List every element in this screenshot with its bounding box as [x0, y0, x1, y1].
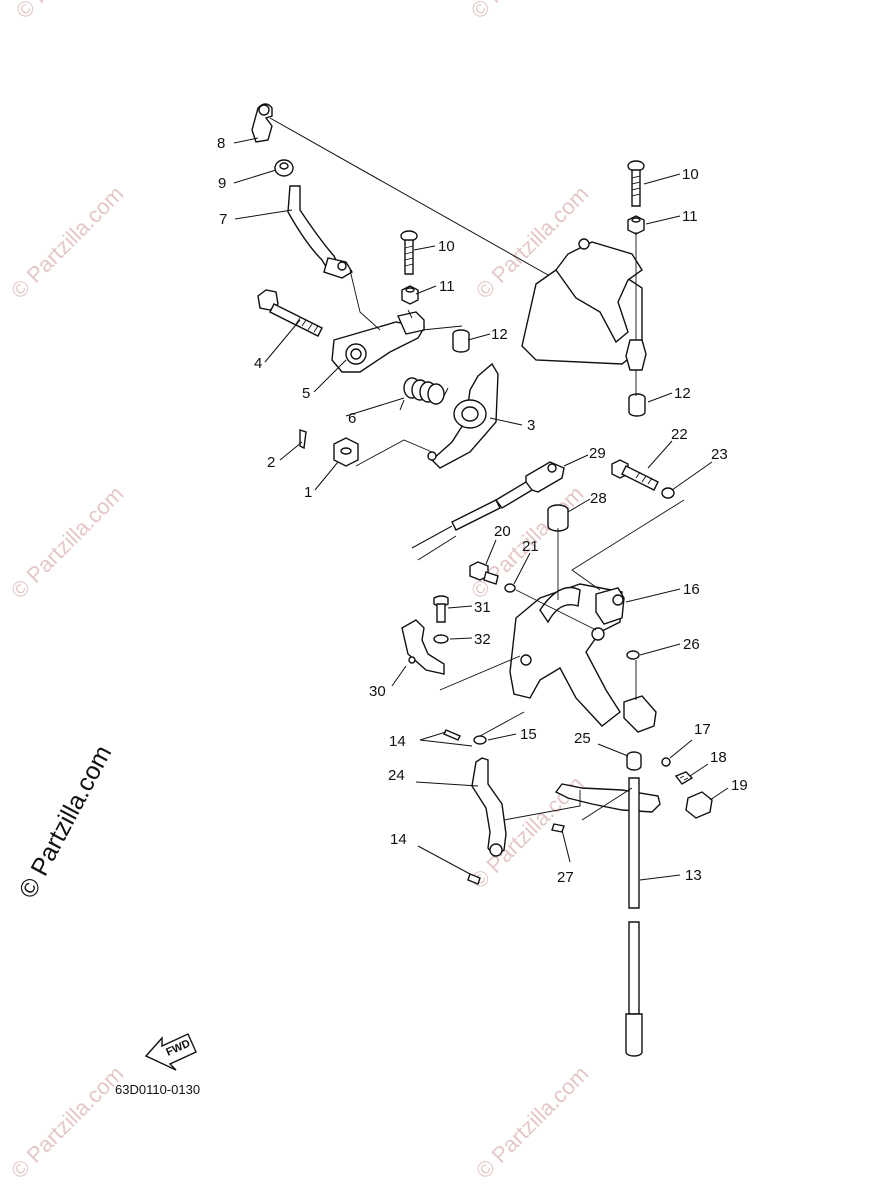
assembly-lines — [349, 232, 685, 821]
callout-10: 10 — [438, 238, 455, 255]
part-12b-bushing — [628, 393, 646, 417]
part-1-block — [333, 437, 359, 467]
part-31-bolt — [433, 595, 449, 623]
callout-6: 6 — [348, 410, 356, 427]
callout-29: 29 — [589, 445, 606, 462]
callout-16: 16 — [683, 581, 700, 598]
callout-19: 19 — [731, 777, 748, 794]
part-18-nipple — [674, 771, 694, 785]
fwd-arrow-icon: FWD — [144, 1033, 197, 1071]
watermark: © Partzilla.com — [6, 481, 129, 604]
part-6-spring — [399, 377, 449, 411]
callout-1: 1 — [304, 484, 312, 501]
callout-11: 11 — [682, 208, 698, 225]
watermark: © Partzilla.com — [466, 0, 589, 24]
watermark: © Partzilla.com — [471, 1061, 594, 1184]
part-19-cap — [685, 791, 713, 819]
callout-17: 17 — [694, 721, 711, 738]
connector-line — [269, 117, 549, 276]
part-11a-nut — [401, 285, 419, 305]
callout-8: 8 — [217, 135, 225, 152]
callout-18: 18 — [710, 749, 727, 766]
part-15-washer — [473, 735, 487, 745]
part-4-bolt — [257, 289, 323, 337]
part-12a-bushing — [452, 329, 470, 353]
callout-13: 13 — [685, 867, 702, 884]
callout-12: 12 — [491, 326, 508, 343]
callout-28: 28 — [590, 490, 607, 507]
part-14-pin — [467, 873, 481, 885]
callout-21: 21 — [522, 538, 539, 555]
part-3-cam — [427, 362, 499, 469]
callout-24: 24 — [388, 767, 405, 784]
callout-14: 14 — [389, 733, 406, 750]
part-22-bolt — [611, 459, 659, 491]
part-30-clip-bracket — [401, 619, 445, 675]
callout-4: 4 — [254, 355, 262, 372]
callout-22: 22 — [671, 426, 688, 443]
part-8-clip — [251, 103, 273, 143]
bracket-assembly — [521, 238, 647, 371]
callout-7: 7 — [219, 211, 227, 228]
part-23-washer — [661, 487, 675, 499]
part-16-shift-lever — [509, 583, 657, 733]
callout-11: 11 — [439, 278, 455, 295]
part-24-lever — [471, 757, 507, 857]
parts-layer: FWD — [144, 103, 713, 1071]
callout-labels: 8 9 7 10 11 4 12 5 6 3 2 1 10 11 12 22 2… — [217, 135, 748, 886]
callout-14: 14 — [390, 831, 407, 848]
callout-25: 25 — [574, 730, 591, 747]
part-28-collar — [547, 504, 569, 532]
leader-lines — [233, 137, 729, 881]
part-20-bolt — [469, 561, 499, 585]
callout-32: 32 — [474, 631, 491, 648]
diagram-code: 63D0110-0130 — [115, 1082, 200, 1097]
part-7-rod — [287, 185, 353, 279]
part-17-washer — [661, 757, 671, 767]
part-2-pin — [299, 429, 307, 450]
callout-31: 31 — [474, 599, 491, 616]
part-21-washer — [504, 583, 516, 593]
callout-23: 23 — [711, 446, 728, 463]
part-5-lever — [331, 311, 426, 373]
part-25-collar — [626, 751, 642, 771]
watermark: © Partzilla.com — [6, 1061, 129, 1184]
part-26-washer — [626, 650, 640, 660]
callout-27: 27 — [557, 869, 574, 886]
part-11b-nut — [627, 215, 645, 235]
callout-10: 10 — [682, 166, 699, 183]
part-10b-screw — [627, 160, 645, 207]
brand-mark: © Partzilla.com — [14, 741, 118, 903]
callout-9: 9 — [218, 175, 226, 192]
watermark: © Partzilla.com — [6, 181, 129, 304]
watermark-layer: © Partzilla.com © Partzilla.com © Partzi… — [6, 0, 594, 1184]
callout-2: 2 — [267, 454, 275, 471]
callout-15: 15 — [520, 726, 537, 743]
callout-5: 5 — [302, 385, 310, 402]
callout-30: 30 — [369, 683, 386, 700]
watermark: © Partzilla.com — [11, 0, 134, 24]
part-29-cable-joint — [411, 461, 565, 561]
part-13-shift-rod — [625, 777, 643, 1057]
part-14-pin — [443, 729, 461, 741]
callout-12: 12 — [674, 385, 691, 402]
callout-3: 3 — [527, 417, 535, 434]
callout-20: 20 — [494, 523, 511, 540]
part-32-washer — [433, 634, 449, 644]
callout-26: 26 — [683, 636, 700, 653]
part-10a-screw — [400, 230, 418, 275]
